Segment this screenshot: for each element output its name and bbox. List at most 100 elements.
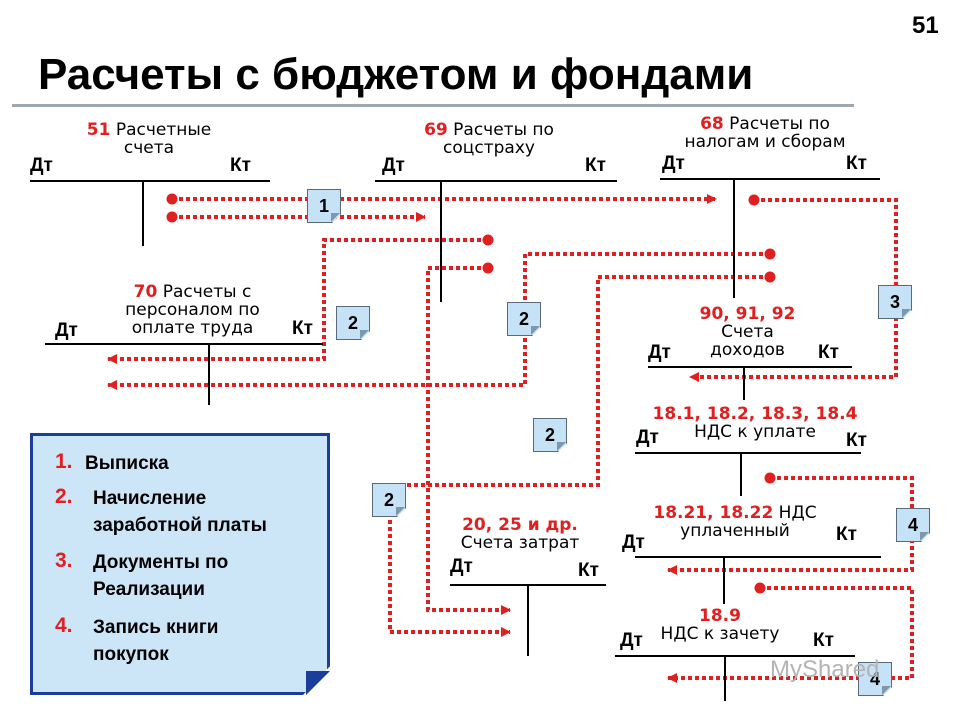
account-code: 18.21, 18.22 [653,503,774,523]
credit-label: Кт [292,318,313,339]
credit-label: Кт [846,430,867,451]
legend-box: 1. Выписка 2. Начисление заработной плат… [30,433,330,695]
account-name: Счета затрат [460,533,580,553]
account-1821-title: 18.21, 18.22 НДС уплаченный [625,504,845,540]
arrow-dot [166,211,178,223]
step-badge-4: 4 [896,508,930,542]
t-account-line [743,366,745,400]
account-name: оплате труда [131,318,254,338]
account-name: соцстраху [443,138,535,158]
legend-number: 2. [55,485,73,508]
credit-label: Кт [846,153,867,174]
legend-text: Запись книги [93,617,219,638]
debit-label: Дт [55,320,78,341]
account-code: 90, 91, 92 [699,304,796,324]
t-account-line [740,452,742,496]
account-name: счета [123,138,175,158]
page-title: Расчеты с бюджетом и фондами [38,50,754,99]
page-number: 51 [912,12,939,39]
account-code: 51 [86,120,111,140]
t-account-line [648,366,852,368]
account-70-title: 70 Расчеты с персоналом по оплате труда [110,283,275,337]
legend-text: Реализации [93,579,205,600]
t-account-line [660,178,880,180]
step-badge-1: 1 [307,189,341,223]
legend-item: Запись книги покупок [93,614,218,668]
legend-item: Выписка [85,450,169,477]
arrow-dot [482,234,494,246]
credit-label: Кт [813,630,834,651]
t-account-line [375,180,617,182]
legend-text: покупок [93,644,169,665]
arrow-90-to-20 [388,275,770,637]
debit-label: Дт [620,630,643,651]
account-name: Счета [721,322,774,342]
title-underline [12,104,854,107]
t-account-line [724,655,726,701]
account-69-title: 69 Расчеты по соцстраху [400,121,578,157]
account-code: 70 [133,282,158,302]
debit-label: Дт [622,532,645,553]
credit-label: Кт [585,155,606,176]
arrow-68-to-90 [689,198,898,382]
t-account-line [635,452,861,454]
account-name: налогам и сборам [684,132,846,152]
credit-label: Кт [230,155,251,176]
arrow-dot [748,194,760,206]
step-badge-4: 4 [858,662,892,696]
legend-item: Начисление заработной платы [93,485,267,539]
account-51-title: 51 Расчетные счета [60,121,238,157]
account-name: персоналом по [125,300,260,320]
account-code: 68 [700,114,724,134]
account-name: НДС к зачету [660,624,780,644]
account-code: 18.1, 18.2, 18.3, 18.4 [652,404,858,424]
account-name: Расчеты по [447,120,554,140]
debit-label: Дт [382,155,405,176]
step-badge-2: 2 [533,418,567,452]
t-account-line [527,584,529,656]
legend-text: заработной платы [93,515,267,536]
debit-label: Дт [636,427,659,448]
legend-number: 4. [55,614,73,637]
account-90-title: 90, 91, 92 Счета доходов [665,305,830,359]
legend-item: Документы по Реализации [93,549,228,603]
t-account-line [615,655,855,657]
debit-label: Дт [450,556,473,577]
legend-text: Выписка [85,453,169,474]
account-code: 69 [424,120,448,140]
t-account-line [208,343,210,405]
account-name: уплаченный [680,521,790,541]
legend-number: 3. [55,549,73,572]
legend-text: Начисление [93,488,207,509]
account-name: доходов [710,340,785,360]
t-account-line [635,556,881,558]
arrow-1821-to-189 [667,586,914,683]
account-189-title: 18.9 НДС к зачету [650,607,790,643]
debit-label: Дт [648,342,671,363]
account-18x-title: 18.1, 18.2, 18.3, 18.4 НДС к уплате [630,405,880,441]
step-badge-2: 2 [372,483,406,517]
credit-label: Кт [578,560,599,581]
watermark: MyShared [770,656,880,683]
account-name: НДС к уплате [694,422,816,442]
arrow-dot [482,262,494,274]
legend-text: Документы по [93,552,229,573]
t-account-line [45,343,323,345]
account-68-title: 68 Расчеты по налогам и сборам [665,115,865,151]
arrow-dot [764,248,776,260]
credit-label: Кт [836,524,857,545]
t-account-line [733,178,735,298]
arrow-18x-to-1821 [667,476,914,575]
account-code: 18.9 [699,606,741,626]
arrow-dot [764,271,776,283]
account-20-title: 20, 25 и др. Счета затрат [440,516,600,552]
credit-label: Кт [818,342,839,363]
t-account-line [723,556,725,604]
arrow-dot [166,193,178,205]
arrow-dot [764,472,776,484]
arrow-dot [754,582,766,594]
account-name: Расчеты с [157,282,252,302]
account-name: НДС [773,503,817,523]
account-name: Расчеты по [723,114,830,134]
